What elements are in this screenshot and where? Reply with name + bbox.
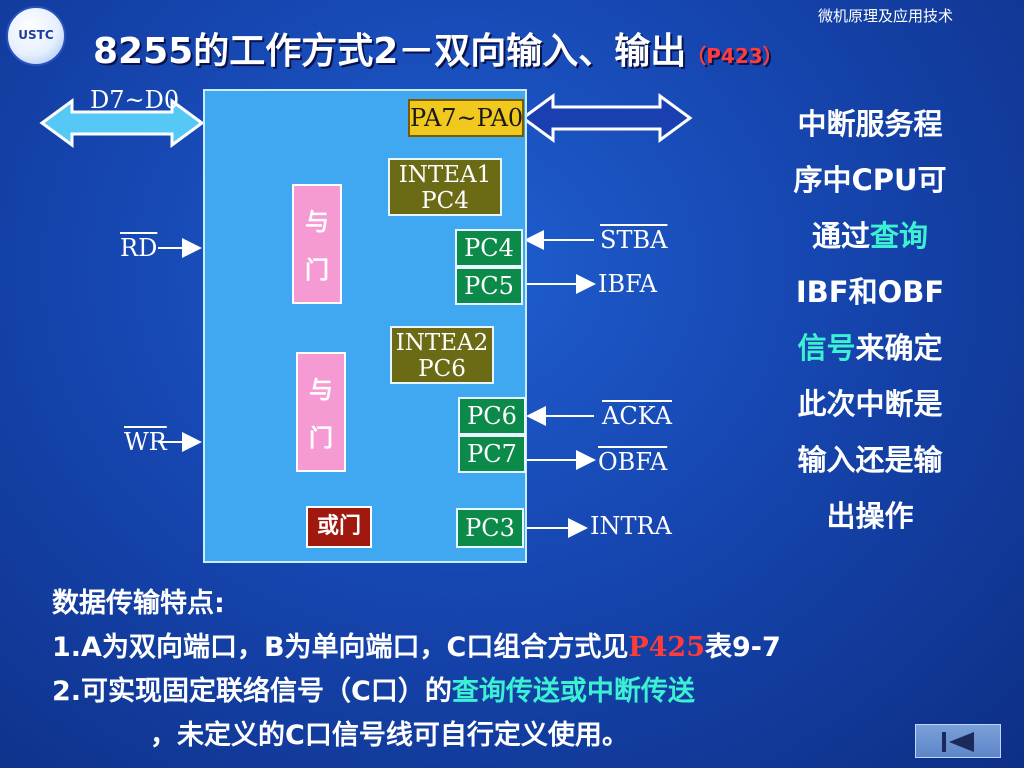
logo-text: USTC [18,28,54,42]
feature-line-1: 1.A为双向端口，B为单向端口，C口组合方式见P425表9-7 [52,626,781,670]
pin-pc5: PC5 [455,267,523,305]
side-note-line-2: 序中CPU可 [793,163,947,197]
signal-acka: ACKA [602,402,672,430]
port-a-bus-arrow-right [520,93,693,143]
intea2-label: INTEA2 [395,330,489,356]
feature-line-1-page: P425 [628,632,706,663]
feature-line-2a: 2.可实现固定联络信号（C口）的 [52,676,452,707]
signal-rd: RD [120,234,158,262]
and-gate-1-char-1: 与 [305,208,329,236]
side-note-line-6: 此次中断是 [797,387,943,421]
side-note-line-5: 信号来确定 [770,320,970,376]
feature-line-1a: 1.A为双向端口，B为单向端口，C口组合方式见 [52,632,629,663]
feature-line-2: 2.可实现固定联络信号（C口）的查询传送或中断传送 [52,670,781,714]
intea2-flag: INTEA2 PC6 [390,326,494,384]
course-name: 微机原理及应用技术 [818,7,954,25]
side-note-line-5a: 信号 [797,331,856,365]
side-note-line-7: 输入还是输 [797,443,943,477]
transfer-features: 数据传输特点: 1.A为双向端口，B为单向端口，C口组合方式见P425表9-7 … [52,582,781,758]
signal-intra: INTRA [590,512,672,540]
previous-slide-button[interactable] [915,724,1001,758]
features-heading: 数据传输特点: [52,588,225,619]
side-note-line-4: IBF和OBF [795,275,945,309]
signal-wr: WR [124,428,167,456]
side-note-line-3a: 通过 [811,219,870,253]
side-note-line-3: 通过查询 [770,208,970,264]
and-gate-2-char-2: 门 [309,424,333,452]
data-bus-label: D7~D0 [90,86,180,114]
side-note-line-1: 中断服务程 [797,107,943,141]
university-logo: USTC [6,6,66,66]
title-reference: （P423） [686,44,783,68]
feature-line-1c: 表9-7 [705,632,781,663]
side-note-line-3b: 查询 [870,219,929,253]
skip-back-icon [942,732,974,752]
signal-ibfa: IBFA [598,270,658,298]
pin-pc3: PC3 [456,508,524,548]
side-note-line-5b: 来确定 [855,331,943,365]
intea1-label: INTEA1 [398,162,492,188]
feature-line-3: ，未定义的C口信号线可自行定义使用。 [150,720,629,751]
and-gate-1: 与 门 [292,184,342,304]
signal-obfa: OBFA [598,448,668,476]
and-gate-2-char-1: 与 [309,376,333,404]
intea2-pin: PC6 [418,356,466,382]
and-gate-1-char-2: 门 [305,256,329,284]
intea1-pin: PC4 [421,188,469,214]
intea1-flag: INTEA1 PC4 [388,158,502,216]
pin-pc7: PC7 [458,435,526,473]
port-a-register: PA7~PA0 [408,99,524,137]
side-note: 中断服务程 序中CPU可 通过查询 IBF和OBF 信号来确定 此次中断是 输入… [770,96,970,544]
side-note-line-8: 出操作 [826,499,914,533]
pin-pc4: PC4 [455,229,523,267]
and-gate-2: 与 门 [296,352,346,472]
signal-stba: STBA [600,226,668,254]
slide-title: 8255的工作方式2－双向输入、输出（P423） [93,22,783,74]
pin-pc6: PC6 [458,397,526,435]
feature-line-2b: 查询传送或中断传送 [451,676,695,707]
data-bus-arrow-left [39,98,205,148]
or-gate: 或门 [306,506,372,548]
title-text: 8255的工作方式2－双向输入、输出 [93,31,687,72]
